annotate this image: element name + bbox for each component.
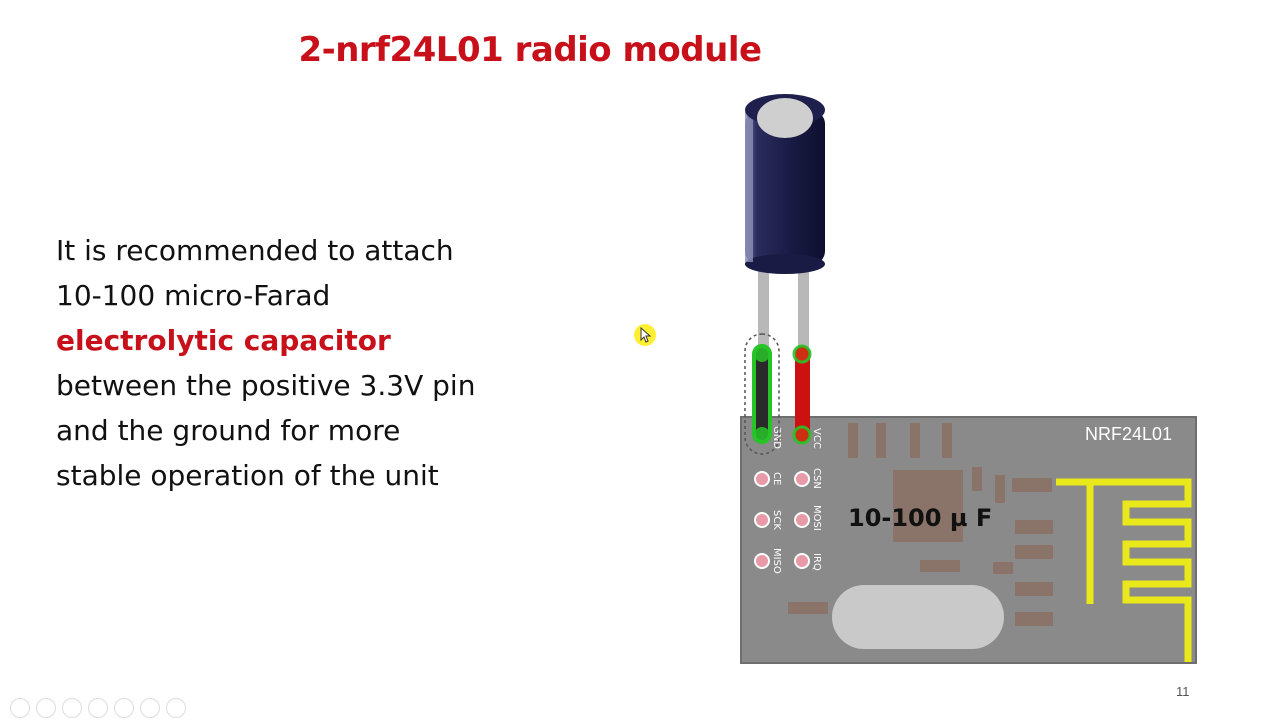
pin-label-miso: MISO — [771, 548, 782, 574]
board-components — [788, 423, 1053, 626]
crystal-oscillator — [832, 585, 1004, 649]
more-icon[interactable] — [166, 698, 186, 718]
body-line-highlight: electrolytic capacitor — [56, 324, 391, 357]
presentation-toolbar — [10, 698, 186, 718]
pin-label-mosi: MOSI — [811, 505, 822, 531]
pin-pads — [754, 471, 810, 569]
gnd-wire-end-top — [754, 346, 770, 362]
mouse-pointer-icon — [634, 324, 656, 346]
body-line-2: 10-100 micro-Farad — [56, 279, 331, 312]
slide-title: 2-nrf24L01 radio module — [298, 30, 762, 70]
body-line-5: and the ground for more — [56, 414, 401, 447]
vcc-wire-end-bottom — [792, 425, 812, 445]
pcb-antenna — [1056, 478, 1192, 662]
pin-label-ce: CE — [771, 472, 782, 485]
subtitle-icon[interactable] — [140, 698, 160, 718]
zoom-icon[interactable] — [114, 698, 134, 718]
slides-icon[interactable] — [88, 698, 108, 718]
vcc-wire-end-top — [792, 344, 812, 364]
pen-icon[interactable] — [62, 698, 82, 718]
body-line-4: between the positive 3.3V pin — [56, 369, 476, 402]
slide-body-text: It is recommended to attach 10-100 micro… — [56, 228, 475, 498]
gnd-wire-highlight — [744, 333, 780, 455]
pin-label-gnd: GND — [771, 426, 782, 449]
pin-label-irq: IRQ — [811, 553, 822, 571]
capacitor-value-label: 10-100 µ F — [848, 504, 992, 532]
body-line-1: It is recommended to attach — [56, 234, 454, 267]
pin-label-csn: CSN — [811, 468, 822, 489]
vcc-wire — [795, 346, 810, 442]
electrolytic-capacitor — [745, 94, 825, 274]
body-line-6: stable operation of the unit — [56, 459, 439, 492]
module-name: NRF24L01 — [1085, 424, 1172, 444]
pin-label-sck: SCK — [771, 510, 782, 530]
previous-icon[interactable] — [10, 698, 30, 718]
gnd-wire-end-bottom — [754, 427, 770, 443]
next-icon[interactable] — [36, 698, 56, 718]
slide-number: 11 — [1176, 684, 1190, 699]
pin-label-vcc: VCC — [811, 428, 822, 449]
